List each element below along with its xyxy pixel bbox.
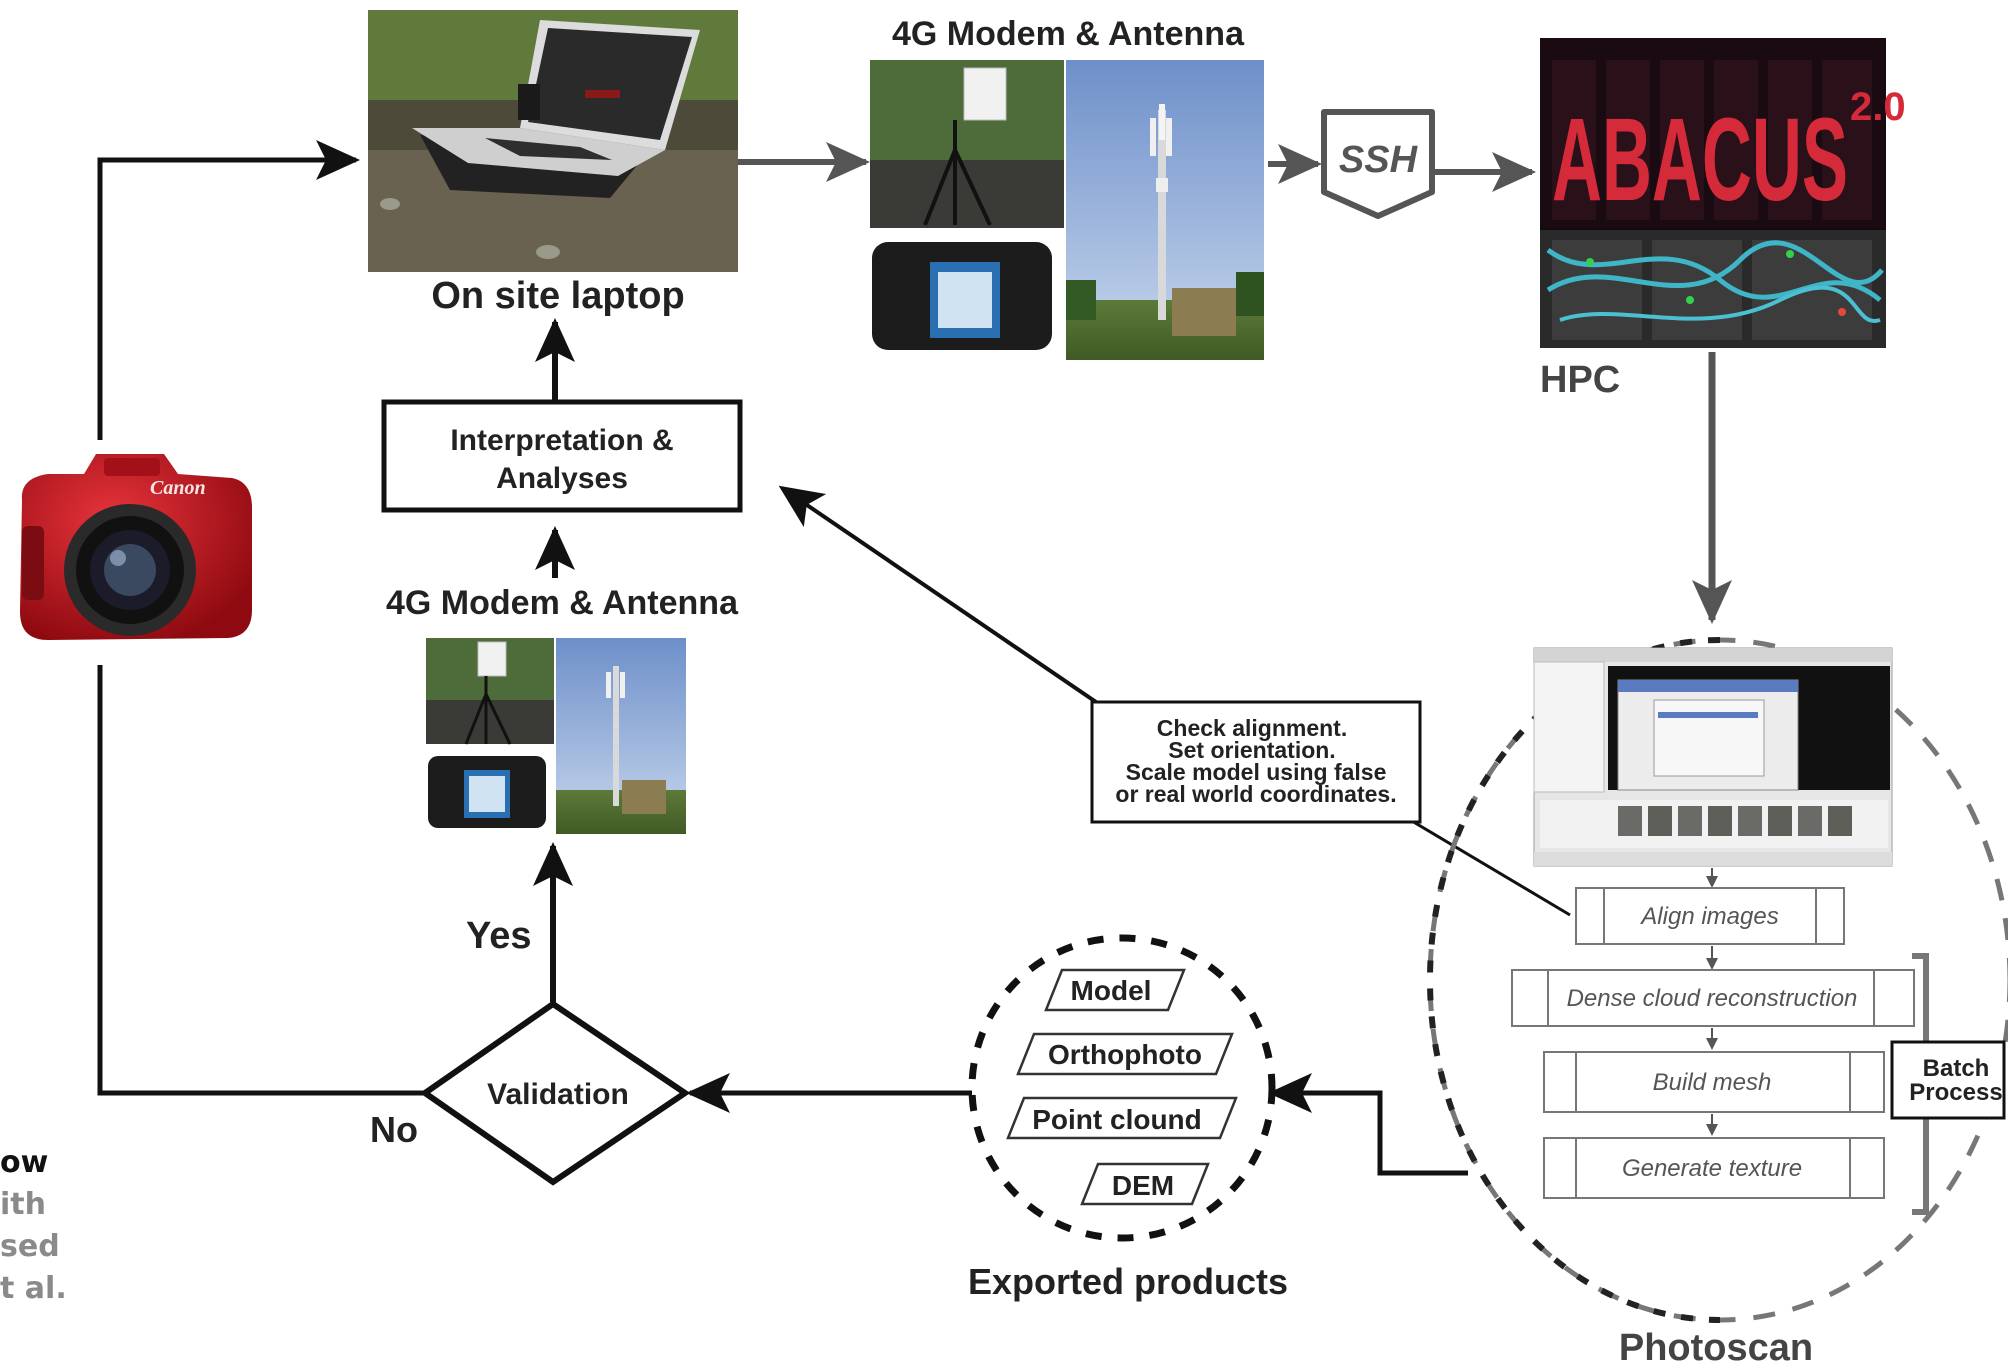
callout-line2: Set orientation. xyxy=(1168,737,1335,763)
step-label: Generate texture xyxy=(1622,1155,1802,1182)
step-dense-cloud: Dense cloud reconstruction xyxy=(1511,969,1915,1027)
caption-fragment-1: ow xyxy=(0,1145,49,1180)
callout-line3: Scale model using false xyxy=(1126,759,1387,785)
modem-left-label: 4G Modem & Antenna xyxy=(386,584,739,622)
step-align-images: Align images xyxy=(1575,887,1845,945)
callout-line1: Check alignment. xyxy=(1157,715,1347,741)
arrow-callout-to-interp xyxy=(778,485,1098,704)
camera-brand: Canon xyxy=(150,477,206,499)
step-label: Build mesh xyxy=(1653,1069,1772,1096)
product-model: Model xyxy=(1044,968,1186,1012)
product-orthophoto: Orthophoto xyxy=(1016,1032,1234,1076)
arrow-validation-no xyxy=(97,665,428,1096)
interpretation-box xyxy=(381,399,743,513)
product-label: Point clound xyxy=(1032,1104,1202,1135)
hpc-banner: ABACUS xyxy=(1552,94,1848,226)
no-label: No xyxy=(370,1109,418,1150)
product-dem: DEM xyxy=(1080,1162,1210,1206)
callout-box xyxy=(1090,700,1422,824)
caption-fragment-4: t al. xyxy=(0,1271,67,1306)
laptop-label: On site laptop xyxy=(431,275,684,317)
photoscan-screenshot xyxy=(1533,647,1893,867)
ssh-badge: SSH xyxy=(1321,109,1435,219)
callout-line4: or real world coordinates. xyxy=(1115,781,1396,807)
validation-diamond xyxy=(419,1000,691,1186)
modem-left-photos xyxy=(426,638,686,834)
product-point-cloud: Point clound xyxy=(1006,1096,1238,1140)
batch-line2: Process xyxy=(1909,1079,2002,1106)
hpc-photo: ABACUS 2.0 xyxy=(1540,38,1906,348)
product-label: Orthophoto xyxy=(1048,1039,1202,1070)
photoscan-label: Photoscan xyxy=(1619,1327,1813,1366)
interpretation-line1: Interpretation & xyxy=(450,424,673,457)
batch-process-box xyxy=(1890,1040,2006,1120)
product-label: Model xyxy=(1071,975,1152,1006)
camera-photo: Canon xyxy=(6,440,256,662)
step-generate-texture: Generate texture xyxy=(1543,1137,1885,1199)
caption-fragment-3: sed xyxy=(0,1229,60,1264)
arrow-camera-to-laptop xyxy=(97,140,360,440)
hpc-banner-sup: 2.0 xyxy=(1850,85,1906,129)
step-build-mesh: Build mesh xyxy=(1543,1051,1885,1113)
step-label: Dense cloud reconstruction xyxy=(1567,985,1858,1012)
exported-products-label: Exported products xyxy=(968,1261,1288,1302)
laptop-photo xyxy=(368,10,738,272)
product-label: DEM xyxy=(1112,1170,1174,1201)
arrow-photoscan-to-products xyxy=(1268,1073,1468,1176)
yes-label: Yes xyxy=(466,915,532,957)
modem-top-label: 4G Modem & Antenna xyxy=(892,15,1245,53)
caption-fragment-2: ith xyxy=(0,1187,46,1222)
hpc-label: HPC xyxy=(1540,359,1620,401)
interpretation-line2: Analyses xyxy=(496,462,628,495)
ssh-label: SSH xyxy=(1339,139,1419,181)
batch-line1: Batch xyxy=(1923,1055,1990,1082)
exported-products-circle xyxy=(968,934,1276,1242)
validation-label: Validation xyxy=(487,1078,629,1111)
modem-top-photos xyxy=(870,60,1264,360)
step-label: Align images xyxy=(1639,903,1778,930)
